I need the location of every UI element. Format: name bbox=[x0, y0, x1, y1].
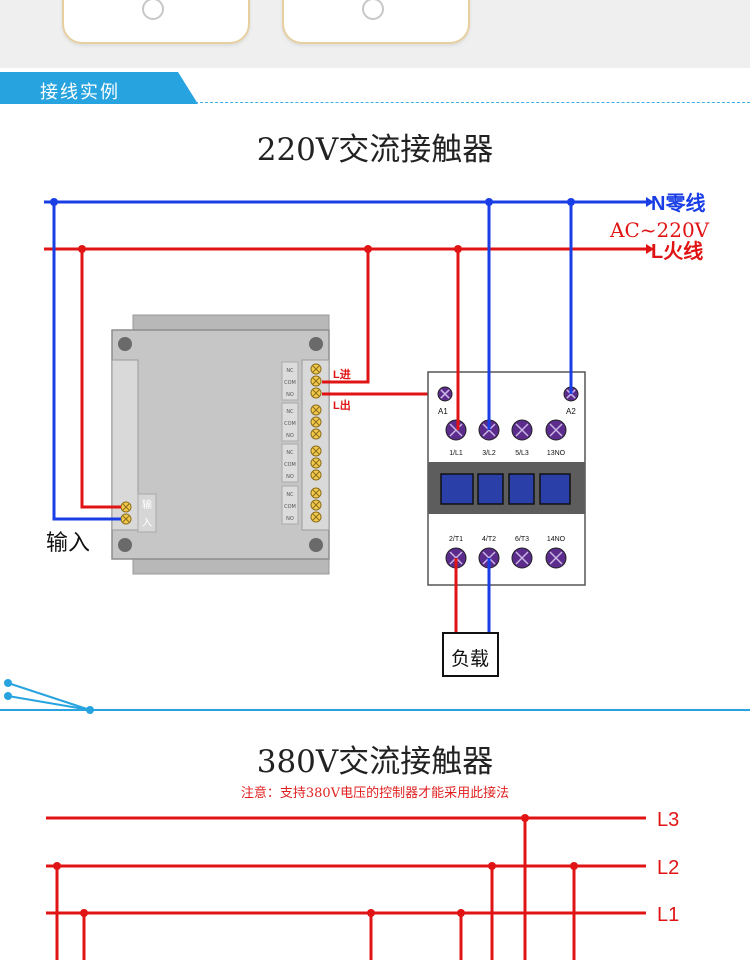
diagram1-title: 220V交流接触器 bbox=[256, 132, 494, 168]
top-terminal-label: 5/L3 bbox=[515, 450, 529, 457]
terminal-screw-icon bbox=[310, 499, 322, 511]
relay-pin-label: COM bbox=[284, 504, 296, 510]
terminal-screw-icon bbox=[310, 363, 322, 375]
relay-terminal-screws bbox=[310, 363, 322, 523]
terminal-screw-icon bbox=[310, 416, 322, 428]
relay-pin-label: NC bbox=[286, 492, 294, 498]
contactor bbox=[427, 371, 586, 586]
l3-label: L3 bbox=[657, 809, 679, 831]
relay-pin-label: COM bbox=[284, 421, 296, 427]
diagram2-title: 380V交流接触器 bbox=[256, 744, 494, 780]
l-line-arrow-icon bbox=[646, 244, 654, 254]
wiring-diagram-380v bbox=[46, 814, 646, 960]
phone-device-image bbox=[282, 0, 470, 44]
relay-pin-label: COM bbox=[284, 380, 296, 386]
section-header-divider bbox=[195, 102, 750, 103]
contactor-terminal-icon bbox=[545, 547, 567, 569]
section-header: 接线实例 bbox=[0, 72, 750, 106]
product-image-strip bbox=[0, 0, 750, 68]
relay-pin-labels: NC COM NO NC COM NO NC COM NO NC COM NO bbox=[281, 361, 299, 525]
input-terminal-screws bbox=[120, 501, 132, 525]
contactor-terminal-icon bbox=[445, 419, 467, 441]
terminal-screw-icon bbox=[310, 469, 322, 481]
bottom-terminal-label: 4/T2 bbox=[482, 536, 496, 543]
relay-pin-label: NC bbox=[286, 409, 294, 415]
contactor-terminal-icon bbox=[445, 547, 467, 569]
contactor-terminal-icon bbox=[511, 547, 533, 569]
relay-pin-label: NO bbox=[286, 516, 294, 522]
bottom-terminal-label: 6/T3 bbox=[515, 536, 529, 543]
l-out-label: L出 bbox=[333, 398, 351, 412]
diagram2-note: 注意：支持380V电压的控制器才能采用此接法 bbox=[240, 786, 510, 801]
contactor-terminal-icon bbox=[545, 419, 567, 441]
relay-pin-label: COM bbox=[284, 462, 296, 468]
section-header-tab bbox=[0, 72, 198, 104]
contactor-terminal-icon bbox=[437, 386, 453, 402]
contactor-terminal-icon bbox=[478, 419, 500, 441]
section-header-label: 接线实例 bbox=[40, 82, 120, 103]
bottom-terminal-label: 2/T1 bbox=[449, 536, 463, 543]
coil-a2-label: A2 bbox=[566, 407, 576, 416]
input-vertical-label-2: 入 bbox=[142, 518, 152, 529]
contactor-terminal-icon bbox=[563, 386, 579, 402]
relay-pin-label: NO bbox=[286, 392, 294, 398]
supply-label: AC~220V bbox=[609, 218, 710, 242]
n-line-label: N零线 bbox=[651, 191, 705, 215]
home-button-icon bbox=[142, 0, 164, 20]
input-vertical-label-1: 输 bbox=[142, 498, 152, 511]
terminal-screw-icon bbox=[310, 511, 322, 523]
contactor-terminal-icon bbox=[478, 547, 500, 569]
relay-pin-label: NO bbox=[286, 474, 294, 480]
terminal-screw-icon bbox=[310, 445, 322, 457]
phone-device-image bbox=[62, 0, 250, 44]
load-label: 负载 bbox=[451, 648, 489, 670]
terminal-screw-icon bbox=[310, 404, 322, 416]
l-in-label: L进 bbox=[333, 367, 351, 381]
l-in-wire bbox=[322, 249, 370, 384]
contactor-terminals: 1/L1 3/L2 5/L3 13NO 2/T1 4/T2 6/T3 14NO bbox=[437, 386, 579, 569]
terminal-screw-icon bbox=[310, 457, 322, 469]
l1-label: L1 bbox=[657, 904, 679, 926]
input-label: 输入 bbox=[46, 531, 90, 556]
coil-a1-label: A1 bbox=[438, 407, 448, 416]
bottom-terminal-label: 14NO bbox=[547, 536, 566, 543]
load-box bbox=[442, 632, 499, 677]
terminal-screw-icon bbox=[310, 487, 322, 499]
home-button-icon bbox=[362, 0, 384, 20]
top-terminal-label: 1/L1 bbox=[449, 450, 463, 457]
terminal-screw-icon bbox=[310, 375, 322, 387]
contactor-terminal-icon bbox=[511, 419, 533, 441]
l-line-label: L火线 bbox=[651, 239, 703, 263]
terminal-screw-icon bbox=[310, 428, 322, 440]
top-terminal-label: 13NO bbox=[547, 450, 566, 457]
l2-label: L2 bbox=[657, 857, 679, 879]
input-live-wire bbox=[80, 249, 121, 509]
input-neutral-wire bbox=[52, 202, 121, 521]
relay-pin-label: NO bbox=[286, 433, 294, 439]
relay-pin-label: NC bbox=[286, 368, 294, 374]
controller-module bbox=[111, 314, 330, 575]
relay-pin-label: NC bbox=[286, 450, 294, 456]
top-terminal-label: 3/L2 bbox=[482, 450, 496, 457]
n-line-arrow-icon bbox=[646, 197, 654, 207]
terminal-screw-icon bbox=[310, 387, 322, 399]
